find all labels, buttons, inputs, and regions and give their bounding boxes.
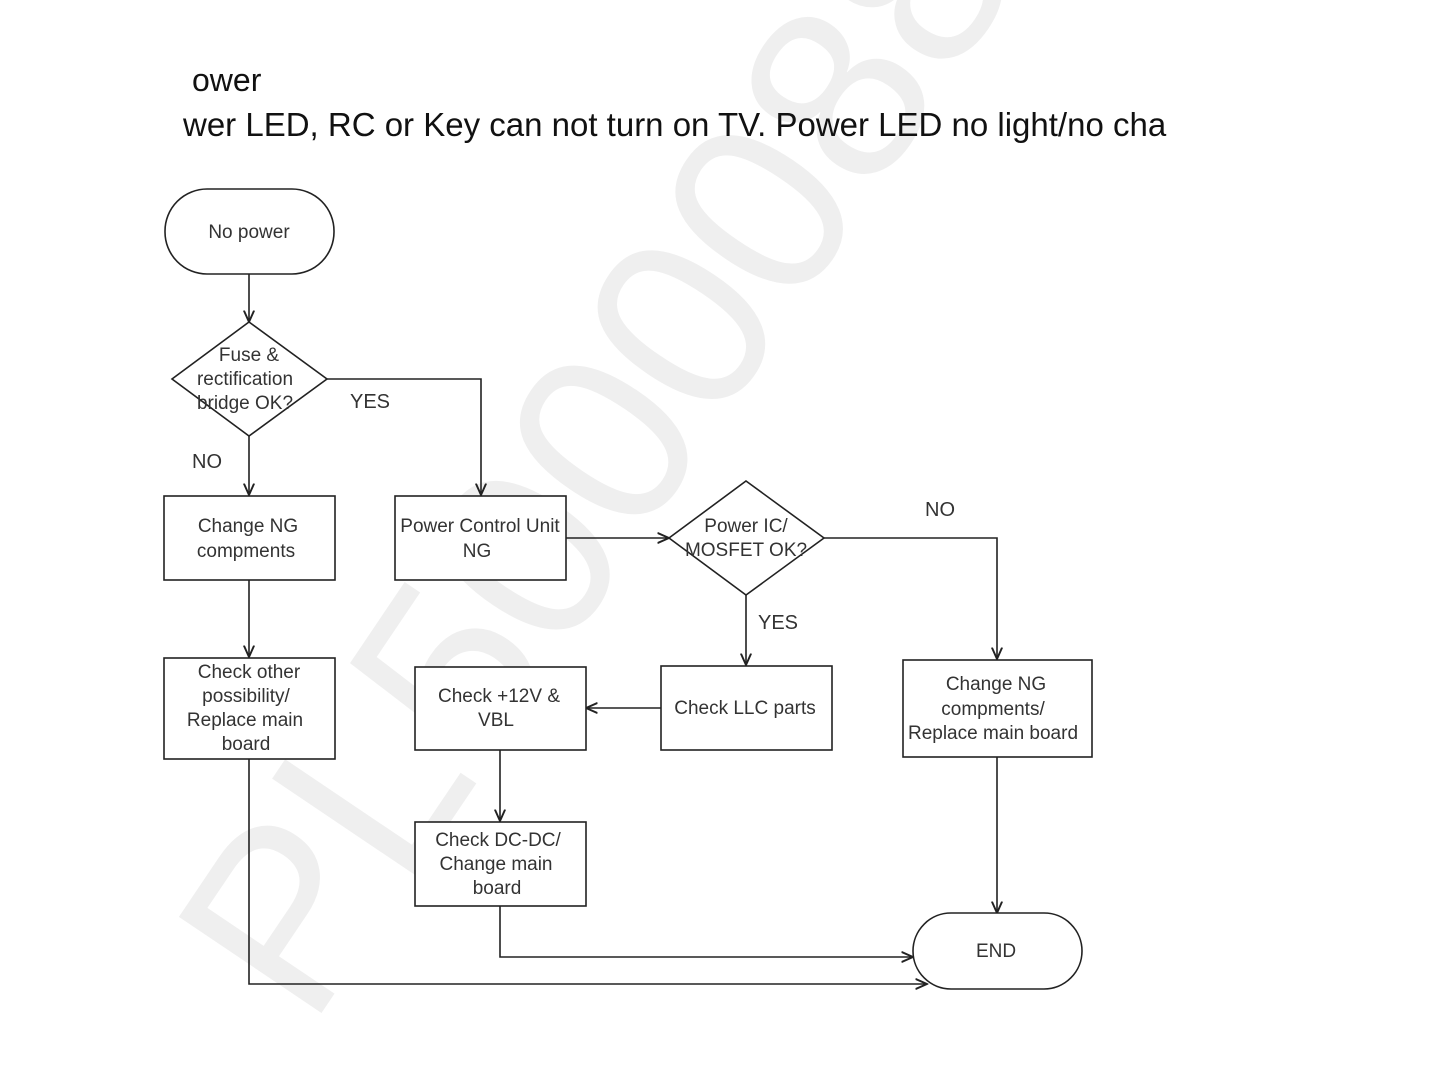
node-check-12v-text-1: Check +12V & <box>438 686 560 707</box>
node-ic-text-2: MOSFET OK? <box>685 540 807 561</box>
node-change-ng-2-text-2: compments/ <box>941 699 1045 720</box>
connectors <box>249 274 997 984</box>
node-start: No power <box>164 188 335 275</box>
node-check-llc: Check LLC parts <box>660 665 833 751</box>
node-end: END <box>912 912 1083 990</box>
edge-fuse-yes <box>327 378 481 495</box>
node-fuse-text-1: Fuse & <box>219 345 280 366</box>
node-power-control-unit: Power Control Unit NG <box>394 495 567 581</box>
node-change-ng-1: Change NG compments <box>163 495 336 581</box>
page-subtitle: wer LED, RC or Key can not turn on TV. P… <box>183 106 1167 143</box>
node-check-12v: Check +12V & VBL <box>414 666 587 751</box>
edge-label-ic-no: NO <box>925 499 955 521</box>
node-change-ng-1-text-2: compments <box>197 541 295 562</box>
node-change-ng-1-text-1: Change NG <box>198 516 298 537</box>
edge-other-to-end <box>248 759 927 984</box>
edge-label-ic-yes: YES <box>758 612 798 634</box>
node-check-other-text-2: possibility/ <box>202 686 290 707</box>
node-fuse-text-3: bridge OK? <box>197 393 293 414</box>
node-check-other-text-3: Replace main <box>187 710 303 731</box>
node-check-other-text-1: Check other <box>198 662 301 683</box>
edge-label-fuse-no: NO <box>192 451 222 473</box>
node-check-dcdc: Check DC-DC/ Change main board <box>414 821 587 907</box>
node-check-other: Check other possibility/ Replace main bo… <box>163 657 336 760</box>
edge-ic-no <box>824 537 997 659</box>
node-check-dcdc-text-1: Check DC-DC/ <box>435 830 561 851</box>
node-end-text: END <box>976 941 1016 962</box>
node-check-other-text-4: board <box>222 734 271 755</box>
node-pcu-text-2: NG <box>463 541 492 562</box>
node-start-text: No power <box>208 222 290 243</box>
node-change-ng-2-text-1: Change NG <box>946 674 1046 695</box>
edge-dcdc-to-end <box>499 906 913 957</box>
node-pcu-text-1: Power Control Unit <box>400 516 560 537</box>
node-change-ng-2: Change NG compments/ Replace main board <box>902 659 1093 758</box>
page-title: ower <box>192 62 262 98</box>
node-fuse-decision: Fuse & rectification bridge OK? <box>170 321 329 437</box>
node-fuse-text-2: rectification <box>197 369 293 390</box>
node-change-ng-2-text-3: Replace main board <box>908 723 1078 744</box>
node-ic-text-1: Power IC/ <box>704 516 788 537</box>
edge-label-fuse-yes: YES <box>350 391 390 413</box>
node-check-12v-text-2: VBL <box>478 710 514 731</box>
node-check-dcdc-text-3: board <box>473 878 522 899</box>
node-check-dcdc-text-2: Change main <box>439 854 552 875</box>
node-ic-decision: Power IC/ MOSFET OK? <box>667 480 826 596</box>
node-check-llc-text: Check LLC parts <box>674 698 816 719</box>
